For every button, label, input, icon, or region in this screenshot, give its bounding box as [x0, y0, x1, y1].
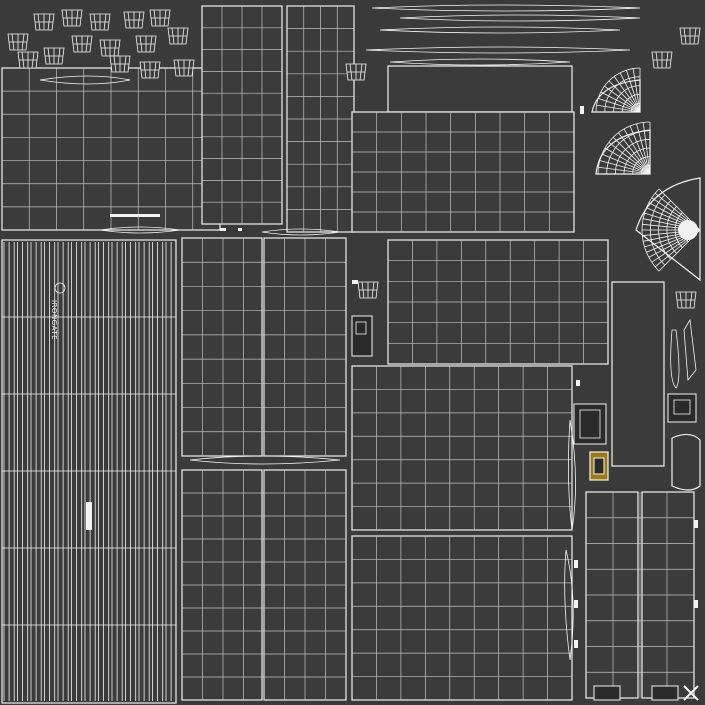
- uv-island-top-center-right: [286, 5, 355, 233]
- uv-island-top-center-left: [201, 5, 283, 225]
- uv-island-middle-right-panel: [387, 239, 609, 365]
- brand-text: IRONGATE: [50, 300, 58, 340]
- uv-markers: [110, 106, 698, 648]
- uv-island-top-right-panel: [351, 65, 575, 233]
- uv-radial-fan-2: [595, 121, 651, 175]
- uv-island-center-panel: [181, 237, 347, 457]
- uv-island-right-middle-panel: [351, 365, 573, 531]
- uv-island-far-right-columns: [585, 281, 695, 699]
- uv-small-parts-top-left: [7, 9, 701, 485]
- uv-detail-parts-right: [351, 315, 701, 701]
- uv-island-right-lower-panel: [351, 535, 573, 701]
- uv-strips-top: [39, 4, 641, 661]
- hub-icon: [678, 220, 698, 240]
- brand-logo-icon: [54, 282, 66, 294]
- uv-island-top-left-panel: [1, 67, 221, 231]
- uv-radial-fan-3: [635, 177, 701, 282]
- uv-island-center-lower-panel: [181, 469, 347, 701]
- uv-radial-fan-1: [591, 67, 641, 113]
- uv-island-left-striped-panel: IRONGATE: [1, 239, 177, 704]
- tag-slot: [86, 502, 92, 530]
